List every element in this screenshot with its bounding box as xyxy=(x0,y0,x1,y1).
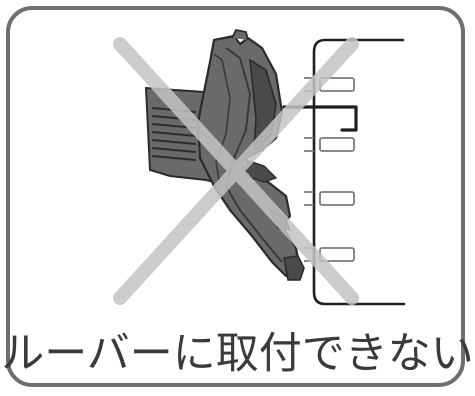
notice-caption: ルーバーに取付できない xyxy=(1,329,474,379)
louver-bracket xyxy=(282,38,406,306)
prohibited-cross-icon xyxy=(113,37,359,305)
